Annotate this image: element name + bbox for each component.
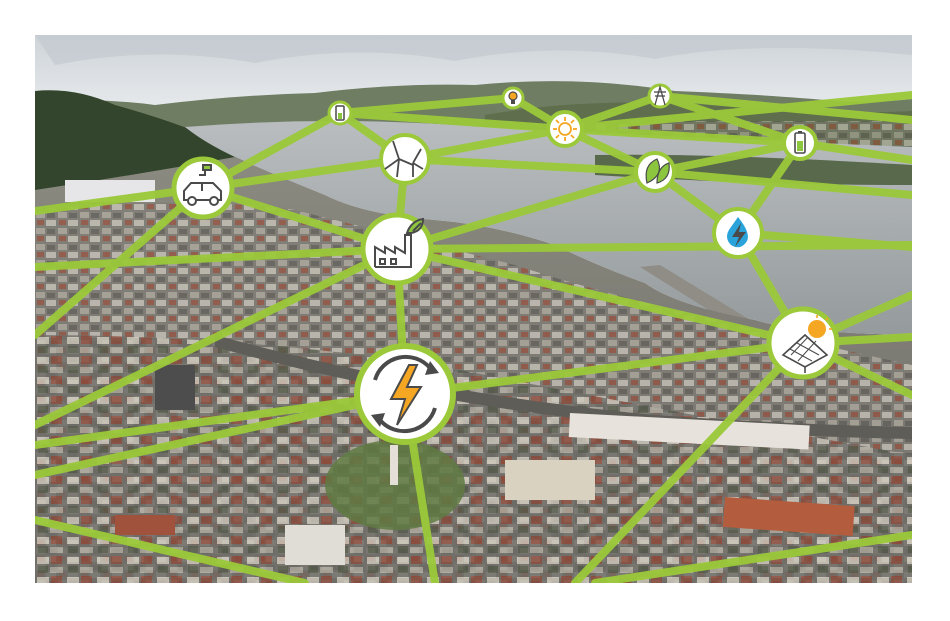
node-electric-car[interactable] — [171, 156, 235, 220]
node-hydro[interactable] — [712, 207, 764, 259]
aerial-city-scene — [35, 35, 912, 583]
node-leaf[interactable] — [634, 151, 676, 193]
node-bulb[interactable] — [501, 86, 525, 110]
node-solar-panel[interactable] — [766, 306, 840, 380]
node-battery-right[interactable] — [782, 125, 818, 161]
node-pylon[interactable] — [647, 83, 673, 109]
node-hub-energy[interactable] — [354, 343, 456, 445]
node-factory-eco[interactable] — [360, 212, 434, 286]
node-wind-turbine[interactable] — [379, 133, 431, 185]
node-solar-sun[interactable] — [546, 110, 584, 148]
node-battery-small[interactable] — [327, 100, 353, 126]
